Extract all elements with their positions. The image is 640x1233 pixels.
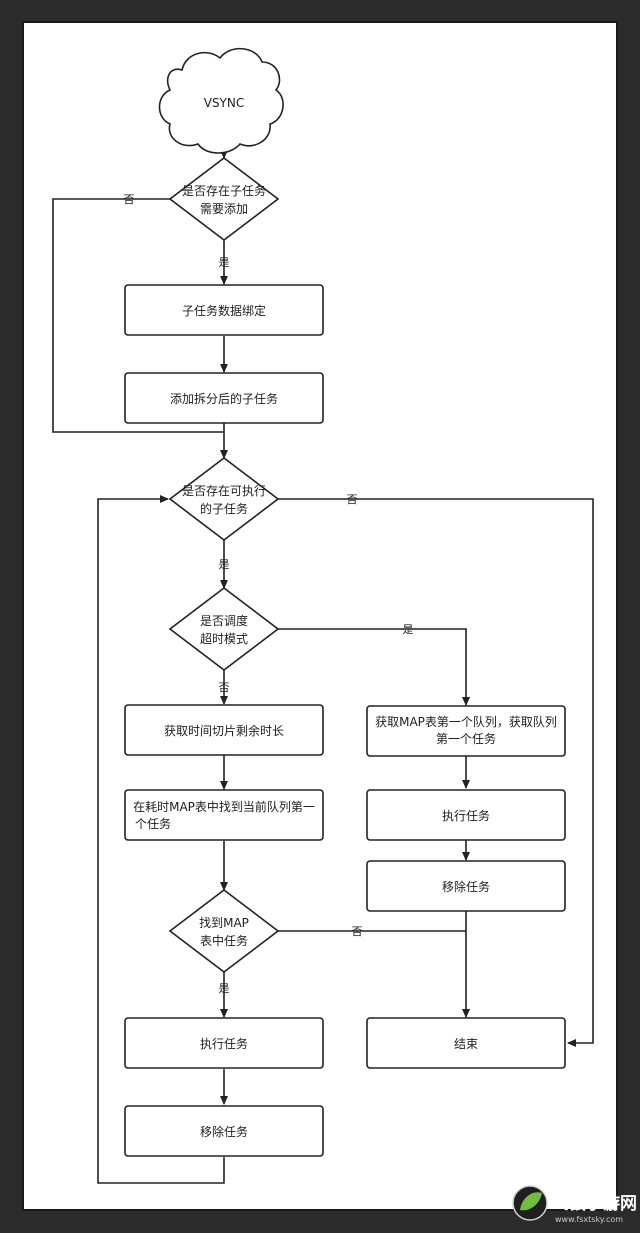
watermark-brand: 飞鼠手游网 xyxy=(552,1193,637,1214)
process-box xyxy=(366,705,566,757)
process-label-line-2: 个任务 xyxy=(135,816,171,831)
process-box xyxy=(124,284,324,336)
decision-shape xyxy=(168,456,280,542)
watermark-leaf-icon xyxy=(520,1192,542,1211)
label-d4-yes: 是 xyxy=(219,982,230,995)
decision-line-1: 是否调度 xyxy=(200,613,248,628)
watermark: 飞鼠手游网 www.fsxtsky.com xyxy=(512,1185,637,1224)
process-get-slice-remaining: 获取时间切片剩余时长 xyxy=(124,704,324,756)
process-label: 执行任务 xyxy=(442,808,490,823)
label-d2-no: 否 xyxy=(347,493,358,506)
process-bind-subtask-data: 子任务数据绑定 xyxy=(124,284,324,336)
edge-d3-yes xyxy=(278,628,470,706)
label-d2-yes: 是 xyxy=(219,558,230,571)
process-remove-task-left: 移除任务 xyxy=(124,1105,324,1157)
decision-line-2: 的子任务 xyxy=(200,501,248,516)
start-label: VSYNC xyxy=(204,96,245,110)
process-box xyxy=(124,789,324,841)
decision-found-in-map: 找到MAP 表中任务 xyxy=(168,888,280,974)
decision-has-subtask-to-add: 是否存在子任务 需要添加 xyxy=(168,156,280,242)
process-end: 结束 xyxy=(366,1017,566,1069)
process-find-in-time-map: 在耗时MAP表中找到当前队列第一 个任务 xyxy=(124,789,324,841)
edge-d1-no xyxy=(52,198,224,433)
process-label: 移除任务 xyxy=(442,879,490,894)
process-remove-task-right: 移除任务 xyxy=(366,860,566,912)
cloud-shape xyxy=(158,47,284,154)
label-d1-yes: 是 xyxy=(219,256,230,269)
label-d4-no: 否 xyxy=(352,925,363,938)
process-box xyxy=(124,1105,324,1157)
decision-line-1: 是否存在可执行 xyxy=(182,484,266,498)
edge-d2-no xyxy=(278,498,594,1047)
process-box xyxy=(124,1017,324,1069)
process-box xyxy=(366,860,566,912)
label-d3-yes: 是 xyxy=(403,623,414,636)
process-label: 添加拆分后的子任务 xyxy=(170,391,278,406)
decision-line-1: 找到MAP xyxy=(199,916,249,930)
process-label: 子任务数据绑定 xyxy=(182,303,266,318)
decision-has-executable-subtask: 是否存在可执行 的子任务 xyxy=(168,456,280,542)
diagram-panel xyxy=(22,21,618,1211)
decision-line-2: 需要添加 xyxy=(200,202,248,216)
process-label-line-1: 在耗时MAP表中找到当前队列第一 xyxy=(133,799,315,814)
decision-schedule-timeout-mode: 是否调度 超时模式 xyxy=(168,586,280,672)
watermark-url: www.fsxtsky.com xyxy=(555,1215,623,1224)
process-execute-task-right: 执行任务 xyxy=(366,789,566,841)
process-box xyxy=(124,372,324,424)
start-node: VSYNC xyxy=(158,47,284,154)
process-label: 获取时间切片剩余时长 xyxy=(164,723,284,738)
process-execute-task-left: 执行任务 xyxy=(124,1017,324,1069)
process-label-line-1: 获取MAP表第一个队列，获取队列 xyxy=(375,714,557,729)
decision-line-2: 超时模式 xyxy=(200,631,248,646)
process-label: 执行任务 xyxy=(200,1036,248,1051)
decision-line-2: 表中任务 xyxy=(200,933,248,948)
edge-loop-back xyxy=(97,495,225,1184)
decision-shape xyxy=(168,156,280,242)
process-get-map-first-queue: 获取MAP表第一个队列，获取队列 第一个任务 xyxy=(366,705,566,757)
label-d1-no: 否 xyxy=(124,193,135,206)
process-label: 结束 xyxy=(454,1037,478,1051)
process-box xyxy=(366,789,566,841)
process-label: 移除任务 xyxy=(200,1124,248,1139)
label-d3-no: 否 xyxy=(219,681,230,694)
process-box xyxy=(366,1017,566,1069)
process-label-line-2: 第一个任务 xyxy=(436,731,496,746)
connectors xyxy=(52,150,594,1184)
process-box xyxy=(124,704,324,756)
process-add-split-subtasks: 添加拆分后的子任务 xyxy=(124,372,324,424)
decision-shape xyxy=(168,888,280,974)
decision-shape xyxy=(168,586,280,672)
edge-labels: 否 是 否 是 是 否 否 是 xyxy=(124,193,414,995)
decision-line-1: 是否存在子任务 xyxy=(182,183,266,198)
